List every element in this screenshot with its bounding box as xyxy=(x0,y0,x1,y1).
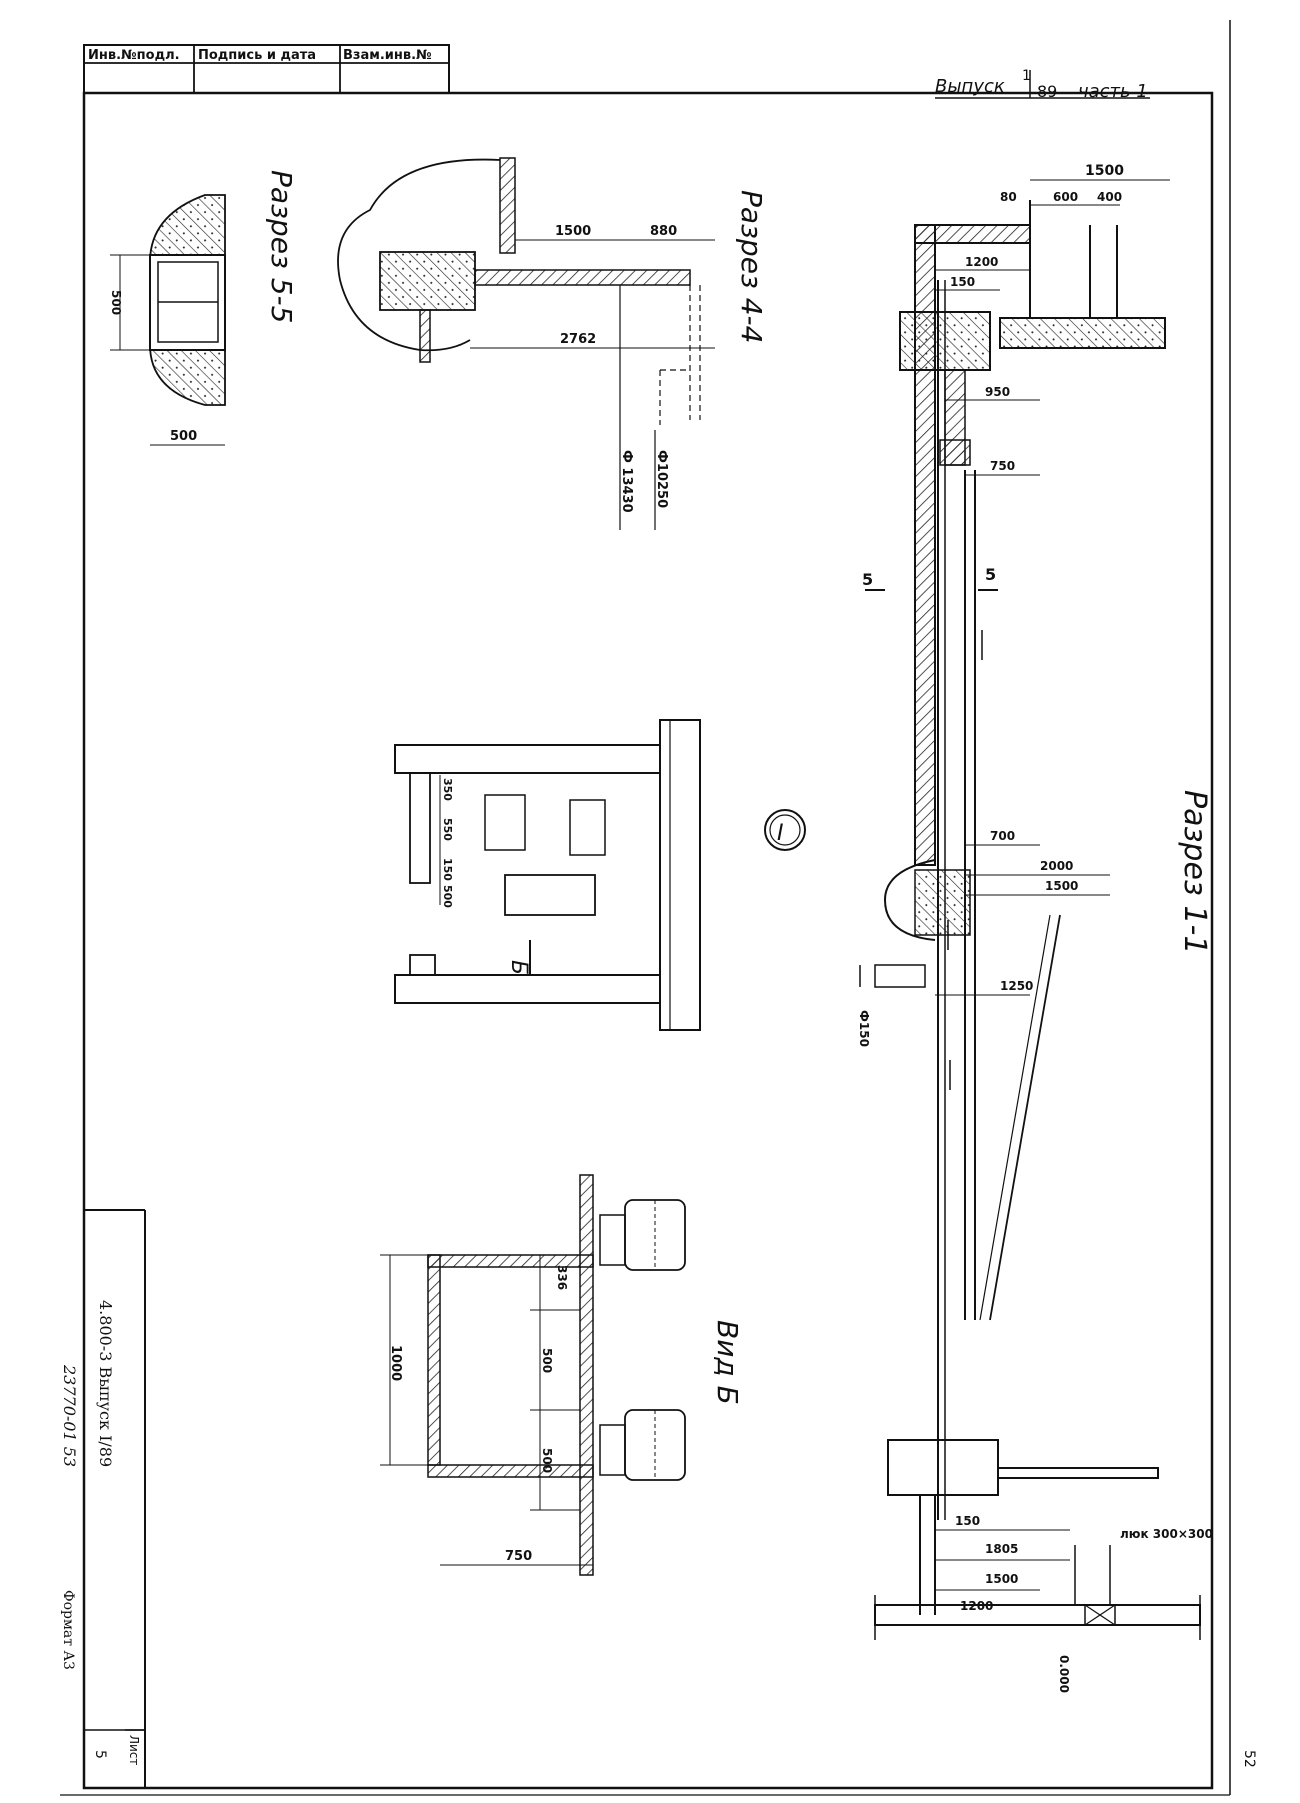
section-4-4-title: Разрез 4-4 xyxy=(735,190,768,343)
stamp-col-3: Взам.инв.№ xyxy=(343,48,432,63)
dim-80: 80 xyxy=(1000,190,1017,204)
dim-400: 400 xyxy=(1097,190,1122,204)
approval-stamp: Инв.№подл. Подпись и дата Взам.инв.№ xyxy=(83,44,450,94)
phi-13430: Ф 13430 xyxy=(619,450,634,513)
level-zero: 0.000 xyxy=(1057,1655,1071,1693)
phi-10250: Ф10250 xyxy=(654,450,669,508)
hatch-note: люк 300×300 xyxy=(1120,1527,1213,1541)
section-1-1-labels: Разрез 1-1 1500 80 600 400 1200 150 950 … xyxy=(857,163,1213,1693)
vb-dim-1000: 1000 xyxy=(388,1345,403,1381)
inventory-number: 23770-01 53 xyxy=(60,1364,79,1467)
dim-150: 150 xyxy=(950,275,975,289)
dim-1200-bottom: 1200 xyxy=(960,1599,993,1613)
vb-dim-336: 336 xyxy=(555,1265,569,1290)
sheet-label: Лист xyxy=(127,1735,141,1765)
page-number: 52 xyxy=(1241,1750,1257,1768)
s55-dim-500-vertical: 500 xyxy=(109,290,123,315)
node-1-marker: I xyxy=(777,821,784,846)
n1-dim-150: 150 xyxy=(441,858,454,881)
n1-dim-550: 550 xyxy=(441,818,454,841)
stamp-col-1: Инв.№подл. xyxy=(88,48,180,63)
section-5-mark-left: 5 xyxy=(862,570,873,589)
section-4-4-labels: Разрез 4-4 1500 880 2762 Ф 13430 Ф10250 xyxy=(555,190,768,513)
dim-1250: 1250 xyxy=(1000,979,1033,993)
section-1-1-title: Разрез 1-1 xyxy=(1177,790,1212,954)
arrow-b: Б xyxy=(506,960,531,975)
s44-dim-1500: 1500 xyxy=(555,224,591,239)
series-num: 1 xyxy=(1022,68,1031,84)
dim-1500-top: 1500 xyxy=(1085,163,1124,179)
phi-150: Ф150 xyxy=(857,1010,871,1047)
vb-dim-750: 750 xyxy=(505,1549,532,1564)
sheet-frame xyxy=(60,20,1231,1796)
series-year: 89 xyxy=(1037,82,1057,101)
node-1 xyxy=(394,719,806,1031)
section-5-5 xyxy=(110,194,226,446)
dim-2000: 2000 xyxy=(1040,859,1073,873)
doc-code: 4.800-3 Выпуск I/89 xyxy=(96,1300,115,1467)
dim-950: 950 xyxy=(985,385,1010,399)
s44-dim-880: 880 xyxy=(650,224,677,239)
s55-dim-500-horizontal: 500 xyxy=(170,429,197,444)
n1-dim-350: 350 xyxy=(441,778,454,801)
vb-dim-500-a: 500 xyxy=(540,1348,554,1373)
dim-1500-mid: 1500 xyxy=(1045,879,1078,893)
series-label: Выпуск xyxy=(935,76,1005,97)
section-5-5-title: Разрез 5-5 xyxy=(265,170,298,323)
dim-1500-bottom: 1500 xyxy=(985,1572,1018,1586)
dim-750: 750 xyxy=(990,459,1015,473)
s44-dim-2762: 2762 xyxy=(560,332,596,347)
node-1-labels: I Б 350 550 150 500 xyxy=(441,778,784,975)
view-b-labels: Вид Б 1000 336 500 500 750 xyxy=(388,1265,744,1564)
format-label: Формат А3 xyxy=(60,1590,76,1670)
part-label: часть 1 xyxy=(1078,81,1148,102)
dim-1200: 1200 xyxy=(965,255,998,269)
sheet-number: 5 xyxy=(92,1750,108,1759)
title-block-text: 4.800-3 Выпуск I/89 23770-01 53 Формат А… xyxy=(60,1300,1257,1768)
series-header: Выпуск 1 89 часть 1 xyxy=(935,68,1150,102)
section-5-mark-right: 5 xyxy=(985,565,996,584)
vb-dim-500-b: 500 xyxy=(540,1448,554,1473)
section-1-1 xyxy=(859,179,1201,1640)
section-5-5-labels: Разрез 5-5 500 500 xyxy=(109,170,298,444)
dim-1805: 1805 xyxy=(985,1542,1018,1556)
title-block xyxy=(84,1209,146,1788)
view-b-title: Вид Б xyxy=(711,1320,744,1405)
section-4-4 xyxy=(337,157,715,530)
dim-700: 700 xyxy=(990,829,1015,843)
stamp-col-2: Подпись и дата xyxy=(198,48,316,63)
n1-dim-500: 500 xyxy=(441,885,454,908)
dim-600: 600 xyxy=(1053,190,1078,204)
dim-150-bottom: 150 xyxy=(955,1514,980,1528)
view-b xyxy=(380,1174,686,1576)
